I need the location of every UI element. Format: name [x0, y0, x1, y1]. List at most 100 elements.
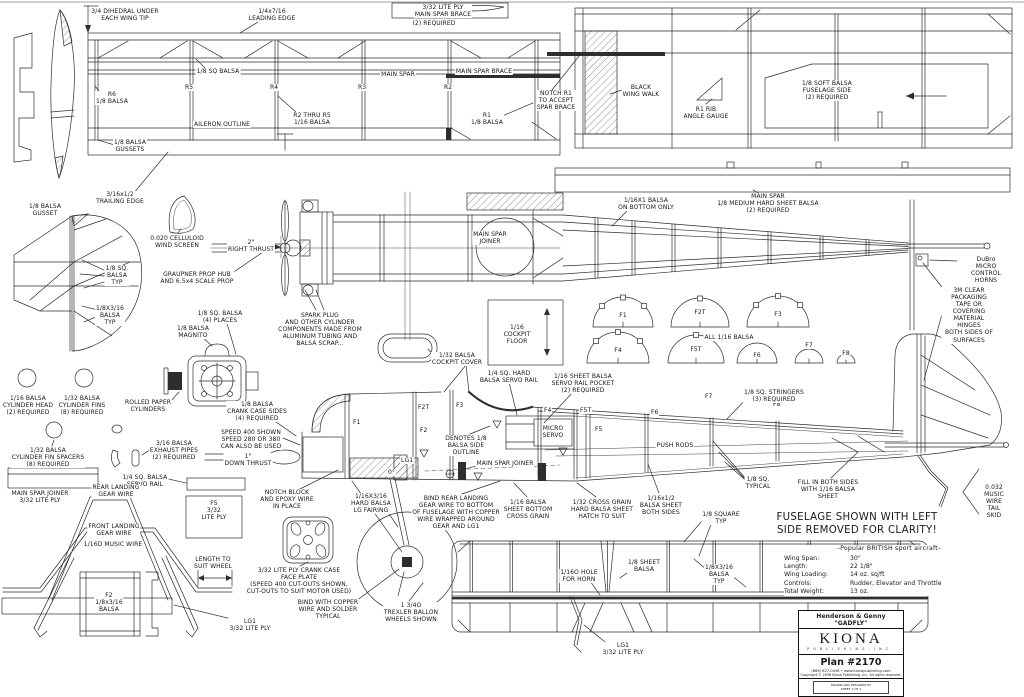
drawing-label: DENOTES 1/8 BALSA SIDE OUTLINE — [444, 435, 488, 457]
drawing-label: 1/16O HOLE FOR HORN — [559, 569, 599, 584]
drawing-label: SPEED 400 SHOWN SPEED 280 OR 380 CAN ALS… — [219, 429, 283, 451]
spec-rows: Wing Span: 30" Length: 22 1/8" Wing Loading:… — [784, 555, 994, 597]
drawing-label: 3M CLEAR PACKAGING TAPE OR COVERING MATE… — [941, 287, 997, 344]
drawing-label: R1 RIB ANGLE GAUGE — [682, 106, 730, 121]
drawing-label: 1/8X3/16 BALSA TYP — [703, 564, 735, 586]
drawing-label: MAIN SPAR JOINER — [472, 231, 508, 246]
spec-row: Length: 22 1/8" — [784, 563, 994, 571]
drawing-label: F2T — [693, 309, 707, 317]
drawing-label: F5 — [594, 426, 604, 434]
drawing-label: 2" RIGHT THRUST — [226, 239, 276, 254]
spec-value: 30" — [850, 554, 861, 562]
model-name: Henderson & Genny "GADFLY" — [799, 611, 903, 629]
drawing-label: F4 — [613, 347, 623, 355]
drawing-label: 1/16 SHEET BALSA SERVO RAIL POCKET (2) R… — [550, 373, 616, 395]
spec-header: –Popular BRITISH sport aircraft– — [836, 545, 942, 552]
drawing-label: 1/32 BALSA COCKPIT COVER — [430, 352, 484, 367]
spec-value: 13 oz. — [850, 588, 869, 596]
drawing-label: F3 — [455, 402, 465, 410]
spec-block: –Popular BRITISH sport aircraft– Wing Sp… — [784, 545, 994, 597]
drawing-label: 1/16X3/16 HARD BALSA LG FAIRING — [350, 493, 392, 515]
spec-row: Controls:Rudder, Elevator and Throttle — [784, 580, 994, 588]
drawing-label: 1/8 BALSA CRANK CASE SIDES (4) REQUIRED — [226, 401, 288, 423]
drawing-label: 1/8 SQ BALSA — [195, 68, 241, 76]
drawing-label: MAIN SPAR 1/8 MEDIUM HARD SHEET BALSA (2… — [716, 193, 820, 215]
drawing-label: F3 — [773, 311, 783, 319]
drawing-label: F2 — [419, 427, 429, 435]
drawing-label: 1/8 SQ. BALSA (4) PLACES — [196, 310, 244, 325]
drawing-label: 1/8 SQUARE TYP — [701, 511, 741, 526]
drawing-label: 1/32 CROSS GRAIN HARD BALSA SHEET HATCH … — [570, 499, 634, 521]
drawing-label: F5T — [579, 407, 593, 415]
drawing-label: F6 — [650, 409, 660, 417]
drawing-label: LG1 — [400, 457, 415, 465]
drawing-label: 1/16 BALSA SHEET BOTTOM CROSS GRAIN — [502, 499, 554, 521]
spec-value: Rudder, Elevator and Throttle — [850, 579, 942, 587]
drawing-label: NOTCH R1 TO ACCEPT SPAR BRACE — [535, 90, 577, 112]
drawing-label: SPARK PLUG AND OTHER CYLINDER COMPONENTS… — [277, 312, 363, 348]
drawing-label: 1/8X3/16 BALSA TYP — [94, 305, 126, 327]
sheet-number: SHEET 1 OF 1 — [840, 687, 862, 691]
drawing-label: MAIN SPAR JOINER — [475, 460, 535, 468]
drawing-label: R2 — [443, 84, 454, 92]
drawing-label: 1/32 BALSA CYLINDER FIN SPACERS (8) REQU… — [10, 447, 86, 469]
drawing-label: 1/16X1 BALSA ON BOTTOM ONLY — [617, 197, 675, 212]
drawing-label: F8 — [841, 350, 851, 358]
spec-value: 22 1/8" — [850, 562, 873, 570]
drawing-label: 3/4 DIHEDRAL UNDER EACH WING TIP — [90, 8, 160, 23]
drawing-label: 3/16 BALSA EXHAUST PIPES (2) REQUIRED — [148, 440, 200, 462]
drawing-label: LG1 3/32 LITE PLY — [601, 642, 645, 657]
credit-box: DRAWN AND DESIGNED BY SHEET 1 OF 1 — [813, 680, 889, 694]
drawing-label: DuBro MICRO CONTROL HORNS — [967, 256, 1005, 285]
spec-label: Wing Loading: — [784, 571, 829, 579]
drawing-label: 1/8 SHEET BALSA — [626, 559, 662, 574]
drawing-label: 0° — [387, 469, 397, 477]
drawing-label: ALL 1/16 BALSA — [703, 334, 755, 342]
drawing-label: 1/32 BALSA CYLINDER FINS (8) REQUIRED — [57, 395, 107, 417]
drawing-label: FRONT LANDING GEAR WIRE — [87, 523, 141, 538]
drawing-label: 0.032 MUSIC WIRE TAIL SKID — [979, 484, 1009, 520]
drawing-label: FILL IN BOTH SIDES WITH 1/16 BALSA SHEET — [796, 479, 860, 501]
drawing-label: BIND WITH COPPER WIRE AND SOLDER TYPICAL — [296, 599, 360, 621]
publisher-subtitle: P U B L I S H I N G , I N C . — [799, 647, 903, 655]
drawing-label: 3/32 LITE PLY MAIN SPAR BRACE — [413, 4, 473, 19]
title-block: Henderson & Genny "GADFLY" KIONA P U B L… — [798, 610, 904, 697]
drawing-label: R3 — [357, 84, 368, 92]
drawing-label: AILERON OUTLINE — [193, 121, 251, 129]
credit-line: DRAWN AND DESIGNED BY — [830, 682, 872, 687]
drawing-label: PUSH RODS — [655, 442, 695, 450]
drawing-label: F7 — [704, 393, 714, 401]
spec-label: Length: — [784, 562, 808, 570]
drawing-label: 1/8 BALSA GUSSETS — [112, 139, 148, 154]
drawing-label: 1" DOWN THRUST — [223, 453, 273, 468]
drawing-label: 1/8 SQ. BALSA TYP — [104, 265, 130, 287]
drawing-label: F2T — [417, 404, 431, 412]
drawing-label: BIND REAR LANDING GEAR WIRE TO BOTTOM OF… — [411, 495, 501, 531]
drawing-label: 1/4 SQ. HARD BALSA SERVO RAIL — [478, 370, 540, 385]
spec-value: 14 oz. sq/ft — [850, 571, 885, 579]
drawing-label: F8 — [772, 401, 782, 409]
drawing-label: F6 — [752, 352, 762, 360]
drawing-label: F5T — [689, 346, 703, 354]
drawing-label: 1/4x7/16 LEADING EDGE — [247, 8, 297, 23]
spec-label: Wing Span: — [784, 554, 820, 562]
drawing-label: 3/32 LITE PLY CRANK CASE FACE PLATE (SPE… — [245, 567, 353, 596]
drawing-label: R5 — [184, 84, 195, 92]
drawing-label: 1/16D MUSIC WIRE — [82, 541, 144, 549]
drawing-label: F4 — [543, 407, 553, 415]
drawing-label: LENGTH TO SUIT WHEEL — [193, 556, 233, 571]
drawing-label: F5 3/32 LITE PLY — [200, 500, 228, 522]
drawing-label: 1 3/4O TREXLER BALLON WHEELS SHOWN — [382, 602, 440, 624]
drawing-label: LG1 3/32 LITE PLY — [228, 618, 272, 633]
drawing-label: ROLLED PAPER CYLINDERS — [123, 399, 173, 414]
drawing-label: R4 — [269, 84, 280, 92]
drawing-label: R6 1/8 BALSA — [94, 91, 130, 106]
drawing-label: F1 — [352, 419, 362, 427]
drawing-label: 1/8 SOFT BALSA FUSELAGE SIDE (2) REQUIRE… — [800, 80, 854, 102]
drawing-label: R1 1/8 BALSA — [469, 112, 505, 127]
drawing-label: 1/8 BALSA MAGNITO — [175, 325, 211, 340]
drawing-label: 1/8 SQ. TYPICAL — [744, 476, 772, 491]
copyright-line: Copyright © 2006 Kiona Publishing, Inc. … — [799, 673, 903, 679]
drawing-label: 1/16 BALSA CYLINDER HEAD (2) REQUIRED — [1, 395, 55, 417]
